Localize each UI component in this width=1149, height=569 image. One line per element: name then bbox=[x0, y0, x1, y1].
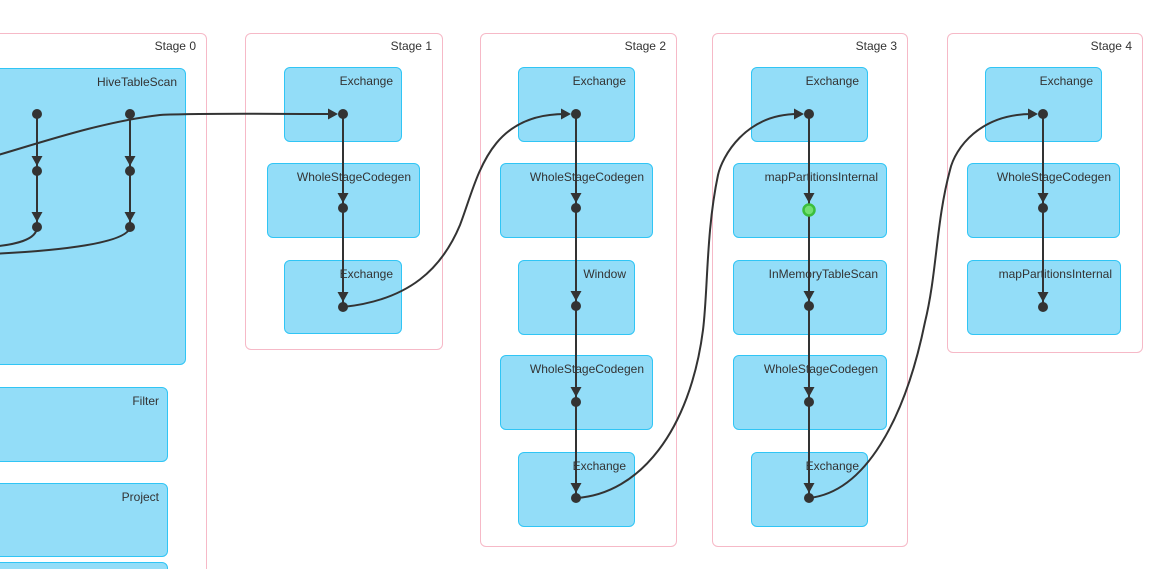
node-label: HiveTableScan bbox=[96, 75, 177, 89]
node-label: Exchange bbox=[339, 74, 393, 88]
node-label: WholeStageCodegen bbox=[296, 170, 411, 184]
rdd-dot[interactable] bbox=[804, 109, 814, 119]
rdd-dot[interactable] bbox=[32, 166, 42, 176]
node-label: mapPartitionsInternal bbox=[764, 170, 878, 184]
rdd-dot[interactable] bbox=[1038, 302, 1048, 312]
rdd-dot[interactable] bbox=[571, 203, 581, 213]
node-label: InMemoryTableScan bbox=[768, 267, 878, 281]
rdd-dot[interactable] bbox=[804, 301, 814, 311]
node-label: Exchange bbox=[1039, 74, 1093, 88]
stage-title: Stage 3 bbox=[855, 39, 897, 53]
stage-title: Stage 4 bbox=[1090, 39, 1132, 53]
rdd-dot[interactable] bbox=[804, 493, 814, 503]
arrowhead-down bbox=[1037, 292, 1049, 302]
stage-title: Stage 0 bbox=[154, 39, 196, 53]
rdd-dot[interactable] bbox=[571, 301, 581, 311]
node-label: Filter bbox=[132, 394, 159, 408]
arrowhead-down bbox=[803, 291, 815, 301]
rdd-dot[interactable] bbox=[125, 222, 135, 232]
node-label: Project bbox=[121, 490, 159, 504]
node-label: Exchange bbox=[572, 74, 626, 88]
node-label: mapPartitionsInternal bbox=[998, 267, 1112, 281]
arrowhead-down bbox=[570, 483, 582, 493]
node-label: WholeStageCodegen bbox=[529, 362, 644, 376]
arrowhead-down bbox=[337, 292, 349, 302]
node-hivetablescan[interactable]: HiveTableScan bbox=[0, 68, 186, 365]
rdd-dot[interactable] bbox=[571, 397, 581, 407]
cached-rdd-dot[interactable] bbox=[802, 203, 816, 217]
arrowhead-down bbox=[803, 193, 815, 203]
node-label: Window bbox=[583, 267, 626, 281]
arrowhead-right bbox=[561, 108, 571, 120]
edge-stage0-out-right bbox=[0, 226, 131, 255]
arrowhead-right bbox=[794, 108, 804, 120]
rdd-dot[interactable] bbox=[338, 109, 348, 119]
rdd-dot[interactable] bbox=[1038, 109, 1048, 119]
rdd-dot[interactable] bbox=[338, 302, 348, 312]
edge-stage2-to-stage3 bbox=[575, 113, 799, 499]
arrowhead-down bbox=[570, 193, 582, 203]
node-label: Exchange bbox=[339, 267, 393, 281]
arrowhead-down bbox=[803, 387, 815, 397]
node-exchange[interactable]: Exchange bbox=[518, 67, 635, 142]
arrowhead-down bbox=[1037, 193, 1049, 203]
stage-title: Stage 2 bbox=[624, 39, 666, 53]
arrowhead-down bbox=[337, 193, 349, 203]
rdd-dot[interactable] bbox=[804, 397, 814, 407]
stage-title: Stage 1 bbox=[390, 39, 432, 53]
rdd-dot[interactable] bbox=[571, 109, 581, 119]
rdd-dot[interactable] bbox=[32, 109, 42, 119]
node-unlabeled[interactable] bbox=[0, 562, 168, 569]
node-project[interactable]: Project bbox=[0, 483, 168, 557]
node-label: Exchange bbox=[805, 74, 859, 88]
rdd-dot[interactable] bbox=[125, 166, 135, 176]
node-label: WholeStageCodegen bbox=[996, 170, 1111, 184]
edge-into-stage1 bbox=[0, 112, 333, 156]
node-filter[interactable]: Filter bbox=[0, 387, 168, 462]
rdd-dot[interactable] bbox=[1038, 203, 1048, 213]
node-label: Exchange bbox=[805, 459, 859, 473]
rdd-dot[interactable] bbox=[32, 222, 42, 232]
arrowhead-right bbox=[1028, 108, 1038, 120]
arrowhead-down bbox=[124, 212, 136, 222]
rdd-dot[interactable] bbox=[571, 493, 581, 503]
arrowhead-right bbox=[328, 108, 338, 120]
arrowhead-down bbox=[31, 212, 43, 222]
node-label: Exchange bbox=[572, 459, 626, 473]
rdd-dot[interactable] bbox=[338, 203, 348, 213]
rdd-dot[interactable] bbox=[125, 109, 135, 119]
edge-stage0-out-left bbox=[0, 226, 38, 247]
node-label: WholeStageCodegen bbox=[529, 170, 644, 184]
node-label: WholeStageCodegen bbox=[763, 362, 878, 376]
arrowhead-down bbox=[124, 156, 136, 166]
edge-stage3-to-stage4 bbox=[808, 113, 1033, 499]
arrowhead-down bbox=[570, 387, 582, 397]
arrowhead-down bbox=[570, 291, 582, 301]
arrowhead-down bbox=[31, 156, 43, 166]
edge-stage1-to-stage2 bbox=[342, 113, 566, 308]
arrowhead-down bbox=[803, 483, 815, 493]
